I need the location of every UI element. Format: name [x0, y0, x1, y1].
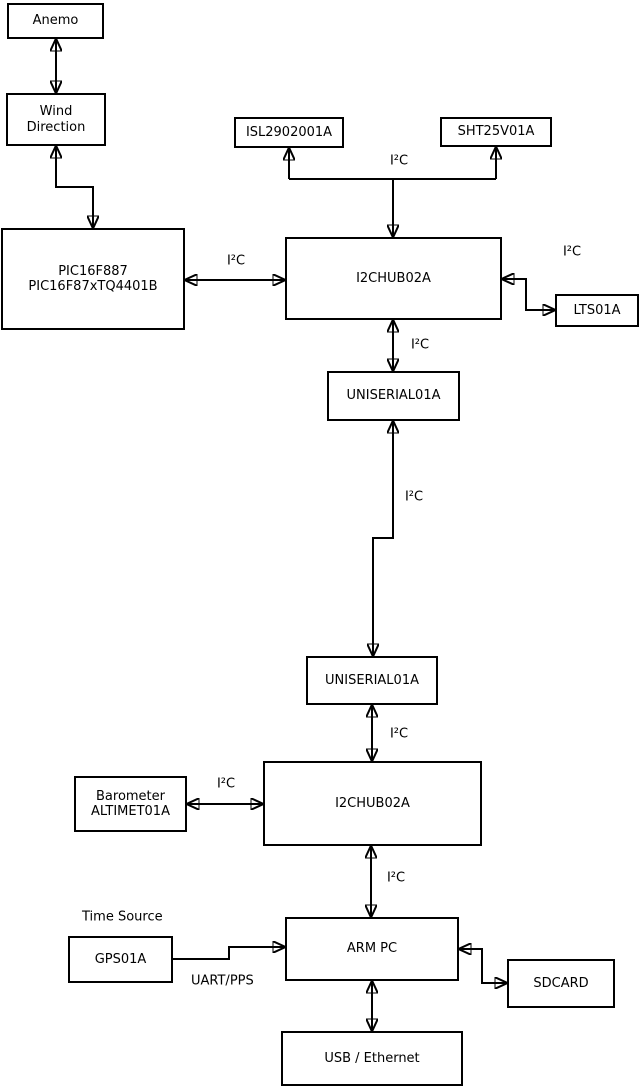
- node-uniserial01a-1: UNISERIAL01A: [327, 371, 460, 421]
- node-pic16f887: PIC16F887 PIC16F87xTQ4401B: [1, 228, 185, 330]
- i2c-label-hub2-armpc: I²C: [386, 870, 406, 886]
- node-isl2902001a: ISL2902001A: [234, 117, 344, 148]
- edge-uniserial1-uniserial2: [373, 421, 393, 656]
- node-wind-direction: Wind Direction: [6, 93, 106, 146]
- i2c-label-uniserial2-hub2: I²C: [389, 726, 409, 742]
- i2c-label-hub1-lts: I²C: [562, 244, 582, 260]
- i2c-label-sensor-bus: I²C: [389, 153, 409, 169]
- i2c-label-pic-hub1: I²C: [226, 253, 246, 269]
- node-barometer-altimet01a: Barometer ALTIMET01A: [74, 776, 187, 832]
- i2c-label-barometer-hub2: I²C: [216, 776, 236, 792]
- edge-armpc-sdcard: [459, 949, 507, 983]
- time-source-label: Time Source: [82, 909, 163, 925]
- node-i2chub02a-2: I2CHUB02A: [263, 761, 482, 846]
- node-uniserial01a-2: UNISERIAL01A: [306, 656, 438, 705]
- edge-wind-pic: [56, 146, 93, 228]
- node-usb-ethernet: USB / Ethernet: [281, 1031, 463, 1086]
- node-gps01a: GPS01A: [68, 936, 173, 983]
- node-sdcard: SDCARD: [507, 959, 615, 1008]
- i2c-label-uniserial-link: I²C: [404, 489, 424, 505]
- edge-hub1-lts: [502, 279, 555, 310]
- node-i2chub02a-1: I2CHUB02A: [285, 237, 502, 320]
- node-arm-pc: ARM PC: [285, 917, 459, 981]
- node-lts01a: LTS01A: [555, 294, 639, 327]
- edge-gps-armpc: [173, 947, 285, 960]
- node-sht25v01a: SHT25V01A: [440, 117, 552, 147]
- i2c-label-hub1-uniserial1: I²C: [410, 337, 430, 353]
- node-anemo: Anemo: [7, 3, 104, 39]
- uart-pps-label: UART/PPS: [191, 973, 254, 989]
